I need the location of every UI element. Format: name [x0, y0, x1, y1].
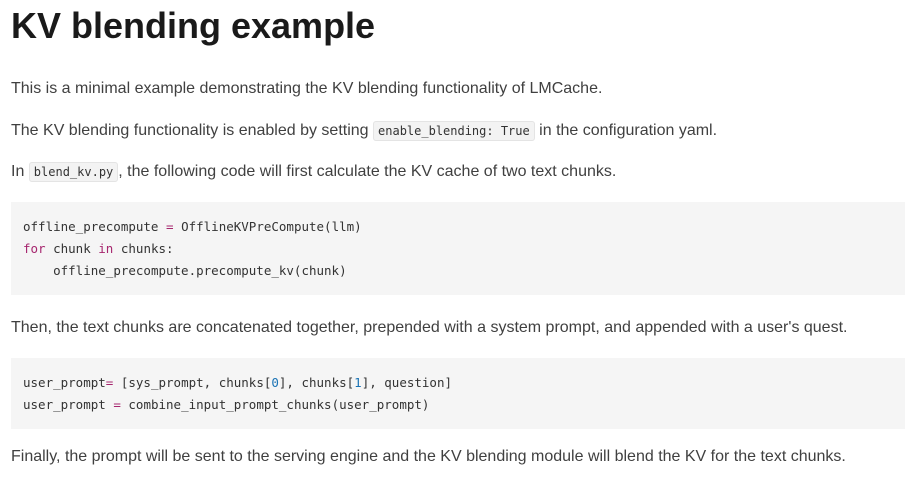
concat-paragraph: Then, the text chunks are concatenated t… [11, 319, 848, 336]
blend-text-before: In [11, 163, 29, 180]
final-paragraph: Finally, the prompt will be sent to the … [11, 448, 846, 465]
config-text-after: in the configuration yaml. [534, 122, 718, 139]
blend-text-after: , the following code will first calculat… [118, 163, 617, 180]
blend-inline-code: blend_kv.py [28, 162, 119, 182]
code-line: user_prompt= [sys_prompt, chunks[0], chu… [23, 375, 453, 390]
config-paragraph: The KV blending functionality is enabled… [11, 120, 905, 142]
config-text-before: The KV blending functionality is enabled… [11, 122, 374, 139]
intro-paragraph: This is a minimal example demonstrating … [11, 80, 603, 97]
code-block-prompt: user_prompt= [sys_prompt, chunks[0], chu… [11, 358, 905, 429]
blend-paragraph: In blend_kv.py, the following code will … [11, 161, 905, 183]
config-inline-code: enable_blending: True [373, 121, 535, 141]
code-block-precompute: offline_precompute = OfflineKVPreCompute… [11, 202, 905, 295]
document: KV blending example This is a minimal ex… [11, 5, 905, 465]
code-line: offline_precompute.precompute_kv(chunk) [53, 263, 347, 278]
page-title: KV blending example [11, 5, 376, 46]
code-line: for chunk in chunks: [23, 241, 174, 256]
code-line: user_prompt = combine_input_prompt_chunk… [23, 397, 430, 412]
code-line: offline_precompute = OfflineKVPreCompute… [23, 219, 362, 234]
